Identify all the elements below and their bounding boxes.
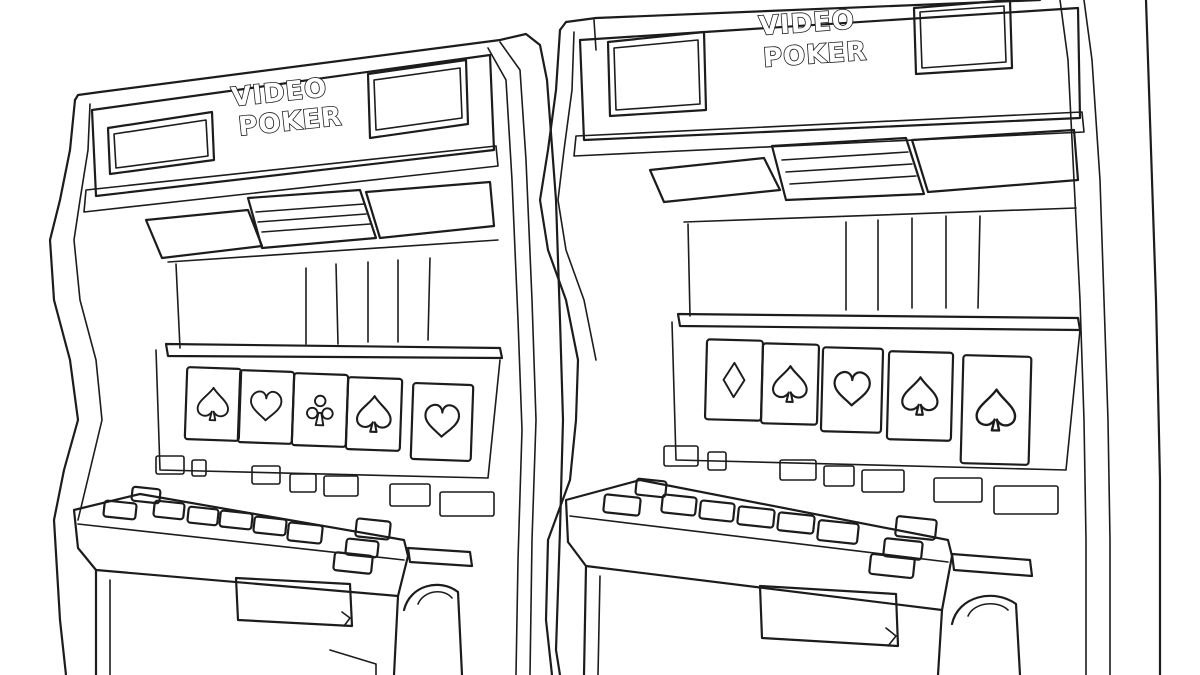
heart-icon — [832, 370, 872, 407]
spade-icon — [355, 394, 393, 434]
heart-icon — [249, 390, 283, 422]
card-slot — [885, 350, 955, 442]
game-button[interactable] — [634, 477, 668, 499]
game-button[interactable] — [286, 521, 324, 545]
game-button[interactable] — [736, 505, 776, 529]
game-button[interactable] — [152, 499, 186, 521]
bill-acceptor — [950, 594, 1022, 675]
game-button[interactable] — [660, 493, 698, 517]
card-row — [183, 366, 475, 463]
spade-icon — [900, 375, 940, 417]
game-button[interactable] — [332, 551, 374, 575]
card-slot — [759, 342, 821, 426]
card-slot — [819, 346, 885, 434]
coin-slot[interactable] — [950, 552, 1034, 578]
diamond-icon — [722, 361, 746, 399]
game-button[interactable] — [698, 499, 736, 523]
card-row — [703, 338, 1033, 466]
game-button[interactable] — [186, 505, 220, 527]
coin-slot[interactable] — [406, 546, 474, 568]
game-button[interactable] — [130, 485, 162, 505]
cabinet-title-line2: POKER — [762, 36, 868, 73]
heart-icon — [423, 403, 461, 439]
indicator-lights — [663, 445, 1059, 515]
card-slot — [344, 376, 404, 452]
cabinet-title-group: VIDEO POKER — [229, 72, 344, 143]
card-slot — [183, 366, 243, 442]
machine-right: VIDEO POKER — [538, 0, 1162, 675]
spade-icon — [196, 386, 230, 422]
label-plate — [234, 576, 354, 628]
club-icon — [305, 394, 335, 427]
game-button[interactable] — [354, 517, 392, 541]
card-slot — [409, 381, 475, 463]
game-button[interactable] — [894, 515, 938, 541]
spade-icon — [975, 387, 1017, 433]
game-button[interactable] — [102, 499, 138, 521]
label-plate — [758, 584, 900, 648]
card-slot — [703, 338, 765, 422]
game-button[interactable] — [344, 537, 380, 559]
deck-buttons — [602, 477, 938, 580]
cabinet-title-group: VIDEO POKER — [757, 4, 869, 74]
cabinet-title-line1: VIDEO — [758, 5, 856, 42]
game-button[interactable] — [868, 552, 916, 580]
bill-acceptor — [402, 583, 464, 675]
card-slot — [959, 354, 1033, 466]
game-button[interactable] — [816, 519, 860, 545]
game-button[interactable] — [252, 515, 288, 537]
machine-left: VIDEO POKER — [48, 32, 565, 675]
deck-buttons — [102, 485, 392, 575]
card-slot — [236, 369, 296, 445]
spade-icon — [771, 364, 809, 404]
game-button[interactable] — [602, 493, 642, 517]
indicator-lights — [155, 455, 495, 517]
game-button[interactable] — [218, 509, 254, 531]
card-slot — [290, 372, 350, 448]
game-button[interactable] — [776, 511, 816, 535]
